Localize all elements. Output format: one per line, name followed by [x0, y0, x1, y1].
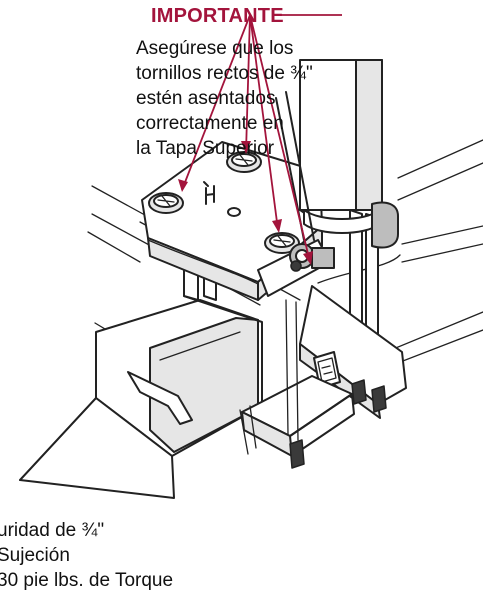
arrowhead — [241, 141, 251, 154]
bolt-left — [148, 192, 184, 214]
lower-clamp — [239, 299, 387, 469]
callout-line: estén asentados — [136, 88, 276, 109]
torque-note-line: uridad de ¾" — [0, 520, 105, 541]
callout-line: Asegúrese que los — [136, 38, 294, 59]
callout-text: Asegúrese que los tornillos rectos de ¾"… — [136, 36, 313, 161]
arrowhead — [272, 219, 282, 233]
callout-line: la Tapa Superior — [136, 138, 275, 159]
torque-note: uridad de ¾" Sujeción 30 pie lbs. de Tor… — [0, 518, 173, 593]
plate-hole — [227, 207, 241, 217]
mast-tube — [299, 59, 399, 249]
bolt-center — [226, 151, 262, 173]
torque-note-line: Sujeción — [0, 545, 70, 566]
top-bolts — [148, 151, 300, 254]
callout-title: IMPORTANTE — [151, 5, 284, 27]
callout-line: correctamente en — [136, 113, 284, 134]
receiver-tube — [19, 295, 263, 499]
arrowhead — [303, 251, 313, 265]
hitch-logo-icon — [203, 181, 215, 205]
torque-note-line: 30 pie lbs. de Torque — [0, 570, 174, 591]
bolt-right — [264, 232, 300, 254]
arrowhead — [178, 179, 188, 192]
callout-line: tornillos rectos de ¾" — [136, 63, 313, 84]
callout-leaders — [178, 14, 342, 265]
